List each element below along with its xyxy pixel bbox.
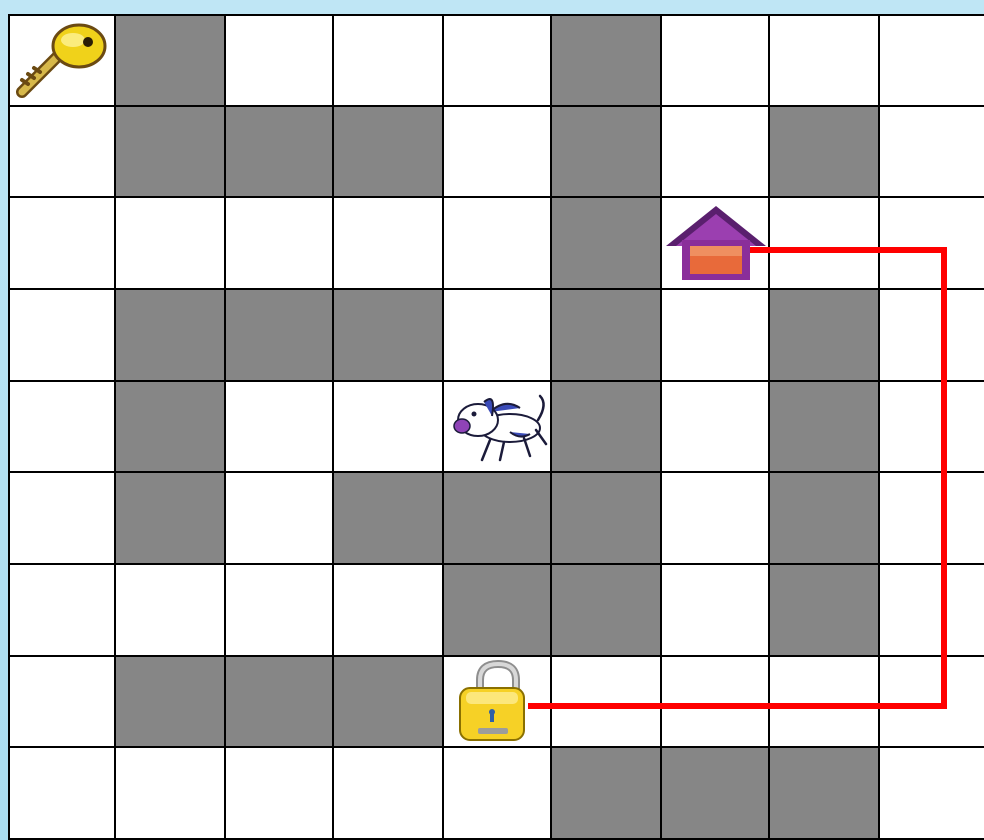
maze-wall-cell[interactable] bbox=[770, 290, 880, 382]
grid-top-edge bbox=[8, 14, 984, 16]
maze-floor-cell[interactable] bbox=[880, 657, 984, 748]
maze-floor-cell[interactable] bbox=[444, 198, 552, 290]
maze-wall-cell[interactable] bbox=[770, 748, 880, 840]
maze-wall-cell[interactable] bbox=[552, 14, 662, 107]
maze-floor-cell[interactable] bbox=[226, 565, 334, 657]
maze-floor-cell[interactable] bbox=[8, 748, 116, 840]
maze-floor-cell[interactable] bbox=[662, 565, 770, 657]
maze-wall-cell[interactable] bbox=[662, 748, 770, 840]
maze-floor-cell[interactable] bbox=[880, 290, 984, 382]
maze-floor-cell[interactable] bbox=[444, 748, 552, 840]
maze-floor-cell[interactable] bbox=[880, 14, 984, 107]
maze-wall-cell[interactable] bbox=[444, 565, 552, 657]
maze-floor-cell[interactable] bbox=[334, 748, 444, 840]
maze-floor-cell[interactable] bbox=[116, 565, 226, 657]
maze-wall-cell[interactable] bbox=[770, 565, 880, 657]
maze-wall-cell[interactable] bbox=[226, 290, 334, 382]
maze-floor-cell[interactable] bbox=[552, 657, 662, 748]
maze-wall-cell[interactable] bbox=[552, 565, 662, 657]
maze-wall-cell[interactable] bbox=[770, 107, 880, 198]
maze-wall-cell[interactable] bbox=[334, 107, 444, 198]
maze-wall-cell[interactable] bbox=[334, 657, 444, 748]
maze-wall-cell[interactable] bbox=[770, 382, 880, 473]
maze-floor-cell[interactable] bbox=[334, 198, 444, 290]
maze-floor-cell[interactable] bbox=[226, 382, 334, 473]
maze-floor-cell[interactable] bbox=[334, 565, 444, 657]
maze-floor-cell[interactable] bbox=[880, 473, 984, 565]
maze-floor-cell[interactable] bbox=[444, 14, 552, 107]
maze-wall-cell[interactable] bbox=[116, 382, 226, 473]
maze-floor-cell[interactable] bbox=[662, 473, 770, 565]
maze-wall-cell[interactable] bbox=[116, 657, 226, 748]
maze-floor-cell[interactable] bbox=[444, 382, 552, 473]
maze-floor-cell[interactable] bbox=[334, 14, 444, 107]
maze-wall-cell[interactable] bbox=[334, 473, 444, 565]
maze-wall-cell[interactable] bbox=[552, 198, 662, 290]
maze-wall-cell[interactable] bbox=[552, 290, 662, 382]
maze-floor-cell[interactable] bbox=[662, 14, 770, 107]
maze-wall-cell[interactable] bbox=[552, 748, 662, 840]
maze-wall-cell[interactable] bbox=[552, 107, 662, 198]
maze-wall-cell[interactable] bbox=[226, 107, 334, 198]
maze-floor-cell[interactable] bbox=[880, 107, 984, 198]
maze-board bbox=[8, 14, 984, 840]
maze-wall-cell[interactable] bbox=[552, 473, 662, 565]
maze-wall-cell[interactable] bbox=[770, 473, 880, 565]
maze-floor-cell[interactable] bbox=[444, 657, 552, 748]
maze-wall-cell[interactable] bbox=[552, 382, 662, 473]
maze-wall-cell[interactable] bbox=[116, 107, 226, 198]
maze-floor-cell[interactable] bbox=[770, 198, 880, 290]
maze-floor-cell[interactable] bbox=[662, 107, 770, 198]
maze-floor-cell[interactable] bbox=[116, 198, 226, 290]
maze-floor-cell[interactable] bbox=[880, 198, 984, 290]
maze-floor-cell[interactable] bbox=[8, 14, 116, 107]
maze-floor-cell[interactable] bbox=[226, 748, 334, 840]
maze-floor-cell[interactable] bbox=[770, 657, 880, 748]
grid-left-edge bbox=[8, 14, 10, 840]
maze-floor-cell[interactable] bbox=[226, 14, 334, 107]
maze-floor-cell[interactable] bbox=[662, 382, 770, 473]
maze-floor-cell[interactable] bbox=[8, 198, 116, 290]
maze-floor-cell[interactable] bbox=[116, 748, 226, 840]
maze-wall-cell[interactable] bbox=[116, 473, 226, 565]
maze-floor-cell[interactable] bbox=[334, 382, 444, 473]
maze-floor-cell[interactable] bbox=[8, 107, 116, 198]
maze-floor-cell[interactable] bbox=[662, 657, 770, 748]
maze-wall-cell[interactable] bbox=[116, 290, 226, 382]
maze-floor-cell[interactable] bbox=[662, 290, 770, 382]
maze-floor-cell[interactable] bbox=[880, 382, 984, 473]
maze-floor-cell[interactable] bbox=[444, 290, 552, 382]
maze-floor-cell[interactable] bbox=[8, 290, 116, 382]
maze-wall-cell[interactable] bbox=[334, 290, 444, 382]
maze-floor-cell[interactable] bbox=[8, 657, 116, 748]
maze-floor-cell[interactable] bbox=[226, 473, 334, 565]
maze-wall-cell[interactable] bbox=[226, 657, 334, 748]
maze-wall-cell[interactable] bbox=[116, 14, 226, 107]
maze-floor-cell[interactable] bbox=[880, 748, 984, 840]
maze-floor-cell[interactable] bbox=[8, 565, 116, 657]
maze-floor-cell[interactable] bbox=[8, 473, 116, 565]
maze-floor-cell[interactable] bbox=[226, 198, 334, 290]
maze-floor-cell[interactable] bbox=[662, 198, 770, 290]
maze-wall-cell[interactable] bbox=[444, 473, 552, 565]
maze-floor-cell[interactable] bbox=[8, 382, 116, 473]
maze-floor-cell[interactable] bbox=[880, 565, 984, 657]
maze-floor-cell[interactable] bbox=[444, 107, 552, 198]
maze-floor-cell[interactable] bbox=[770, 14, 880, 107]
